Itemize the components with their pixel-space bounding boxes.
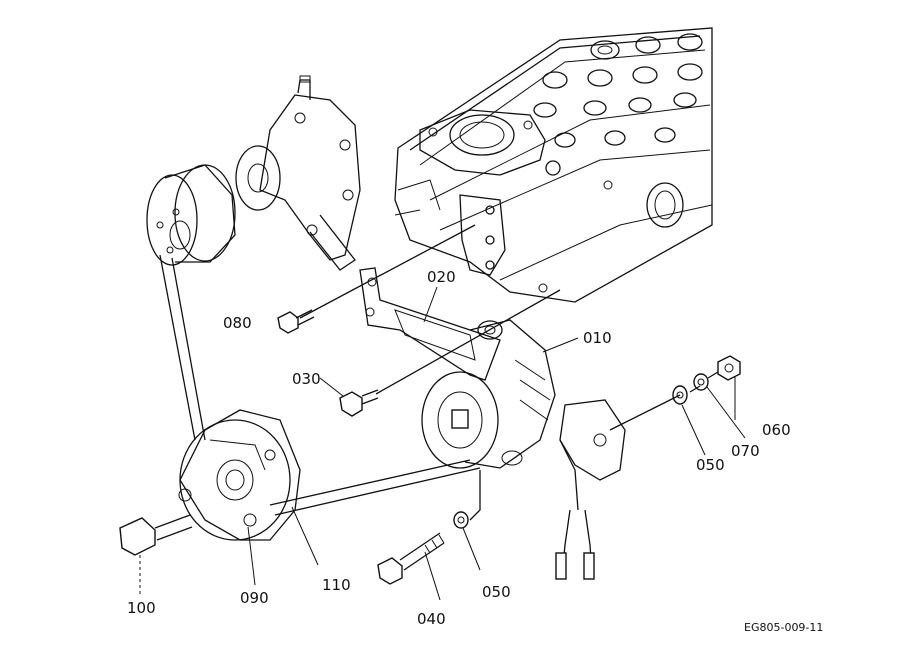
part-010-label: 010 xyxy=(583,329,612,347)
part-100-label: 100 xyxy=(127,599,156,617)
assembly-lines xyxy=(139,224,719,595)
water-pump-drawing xyxy=(235,75,361,271)
washer-050-lower-drawing xyxy=(453,511,469,529)
bracket-drawing xyxy=(359,267,501,381)
bolt-100-drawing xyxy=(119,514,193,556)
part-060-label: 060 xyxy=(762,421,791,439)
bolt-080-drawing xyxy=(277,309,315,334)
crank-pulley-drawing xyxy=(178,409,301,541)
part-020-label: 020 xyxy=(427,268,456,286)
bolt-040-drawing xyxy=(377,532,445,585)
part-040-label: 040 xyxy=(417,610,446,628)
bolt-030-drawing xyxy=(339,389,379,417)
cylinder-head-drawing xyxy=(394,27,713,303)
part-080-label: 080 xyxy=(223,314,252,332)
adjust-bracket-drawing xyxy=(559,399,626,481)
belt-drawing xyxy=(159,254,481,516)
alternator-drawing xyxy=(421,319,595,580)
part-050-lower-label: 050 xyxy=(482,583,511,601)
washer-070-drawing xyxy=(693,373,709,391)
fan-pulley-drawing xyxy=(146,164,236,266)
part-070-label: 070 xyxy=(731,442,760,460)
part-090-label: 090 xyxy=(240,589,269,607)
leader-lines xyxy=(247,286,746,601)
part-110-label: 110 xyxy=(322,576,351,594)
nut-060-drawing xyxy=(717,355,741,381)
part-050-right-label: 050 xyxy=(696,456,725,474)
part-030-label: 030 xyxy=(292,370,321,388)
figure-code: EG805-009-11 xyxy=(744,621,823,634)
